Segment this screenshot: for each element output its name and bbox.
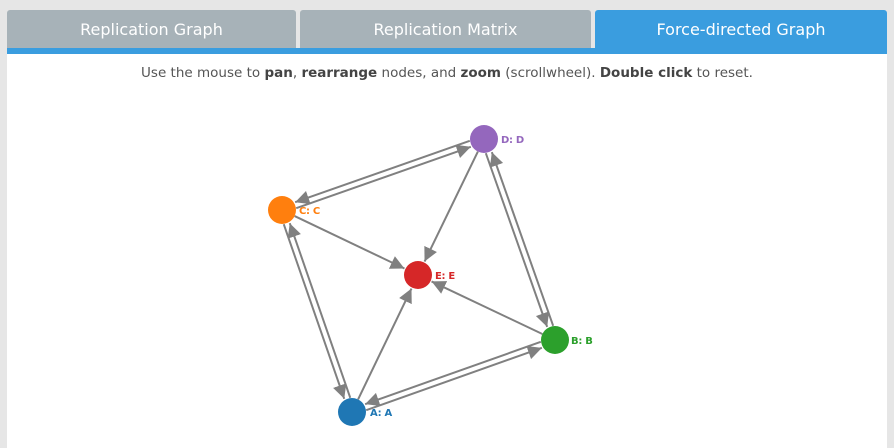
edge-a-to-e [357, 288, 413, 400]
tab-bar: Replication Graph Replication Matrix For… [7, 10, 887, 48]
edge-b-to-a [364, 340, 542, 407]
node-e[interactable] [404, 261, 432, 289]
edge-c-to-e [294, 215, 405, 270]
edge-b-to-d [489, 151, 555, 327]
tab-underline [7, 48, 887, 54]
node-label-c: C: C [299, 206, 320, 217]
edge-b-to-e [431, 280, 543, 335]
tab-force-directed-graph[interactable]: Force-directed Graph [595, 10, 887, 48]
force-directed-graph-canvas[interactable]: A: A B: B C: C D: D E: E [7, 54, 887, 448]
edge-c-to-d [295, 144, 472, 210]
rearrange-keyword: rearrange [301, 65, 378, 81]
edge-c-to-a [282, 223, 347, 400]
tab-replication-graph[interactable]: Replication Graph [7, 10, 296, 48]
edge-d-to-c [294, 139, 471, 205]
node-label-e: E: E [435, 271, 455, 282]
node-b[interactable] [541, 326, 569, 354]
edge-d-to-e [423, 151, 479, 262]
graph-panel: Use the mouse to pan, rearrange nodes, a… [7, 54, 887, 448]
node-d[interactable] [470, 125, 498, 153]
edge-d-to-b [484, 152, 550, 328]
node-label-a: A: A [370, 408, 393, 419]
edge-a-to-b [365, 345, 543, 412]
edge-a-to-c [287, 222, 352, 399]
node-c[interactable] [268, 196, 296, 224]
pan-keyword: pan [264, 65, 293, 81]
instructions-text: Use the mouse to pan, rearrange nodes, a… [141, 65, 753, 81]
node-a[interactable] [338, 398, 366, 426]
node-label-d: D: D [501, 135, 524, 146]
node-label-b: B: B [571, 336, 593, 347]
zoom-keyword: zoom [460, 65, 501, 81]
tab-replication-matrix[interactable]: Replication Matrix [300, 10, 591, 48]
double-click-keyword: Double click [599, 65, 693, 81]
